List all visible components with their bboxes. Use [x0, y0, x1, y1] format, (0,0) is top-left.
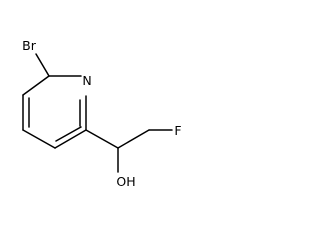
bond-c5-c6-inner	[55, 126, 82, 142]
bond-c5-c6	[54, 129, 87, 149]
bond-c2-c3	[22, 75, 50, 96]
bond-c2-br	[35, 53, 50, 77]
fluorine-label: F	[174, 123, 181, 138]
bond-c6-carbinol	[85, 129, 119, 149]
hydroxyl-label: OH	[116, 174, 135, 189]
structure-diagram: Br N F OH	[22, 38, 181, 189]
ring-nitrogen-label: N	[82, 73, 91, 88]
bromine-label: Br	[22, 38, 37, 53]
bond-c4-c5	[22, 129, 56, 149]
bond-carbinol-ch2	[117, 129, 150, 149]
